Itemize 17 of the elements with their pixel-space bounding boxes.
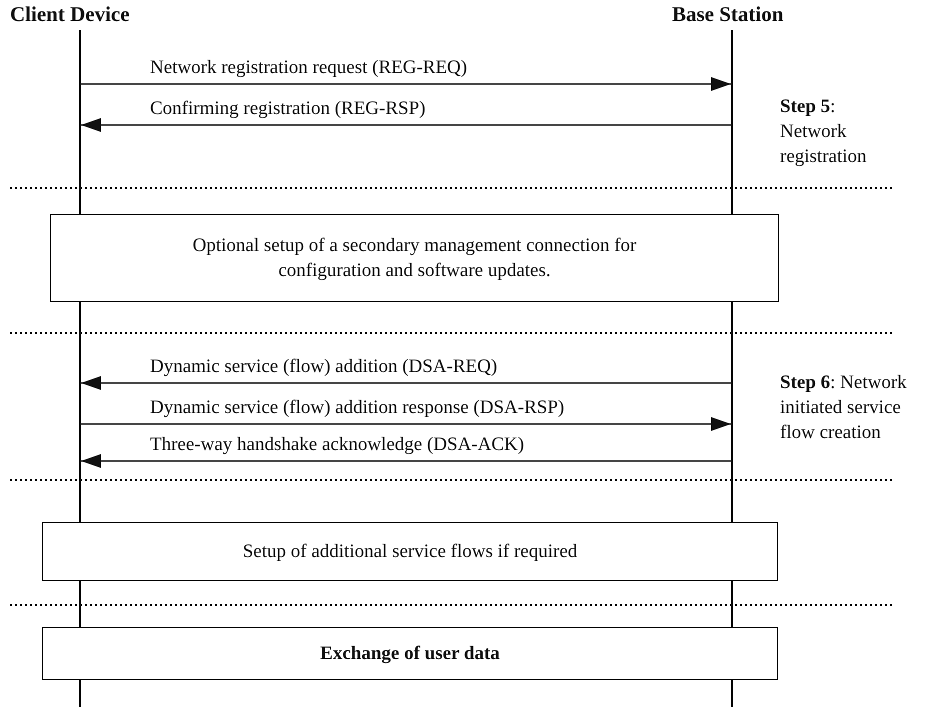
step-note: Step 5: Network registration	[780, 95, 868, 169]
message-label: Network registration request (REG-REQ)	[150, 57, 468, 79]
process-box: Optional setup of a secondary management connection for configuration and software updates.	[50, 214, 779, 302]
participant-name: Client Device	[10, 2, 130, 27]
message-label: Dynamic service (flow) addition (DSA-REQ)	[150, 356, 498, 378]
message-arrow	[81, 118, 731, 132]
process-box: Exchange of user data	[42, 627, 778, 680]
participant-name: Base Station	[672, 2, 784, 27]
process-box: Setup of additional service flows if required	[42, 522, 778, 581]
message-arrow	[81, 417, 731, 431]
message-label: Dynamic service (flow) addition response (DSA-RSP)	[150, 397, 564, 419]
step-note: Step 6: Network initiated service flow creation	[780, 371, 908, 445]
message-label: Three-way handshake acknowledge (DSA-ACK)	[150, 434, 524, 456]
message-arrow	[81, 376, 731, 390]
message-arrow	[81, 77, 731, 91]
message-arrow	[81, 454, 731, 468]
message-label: Confirming registration (REG-RSP)	[150, 98, 426, 120]
